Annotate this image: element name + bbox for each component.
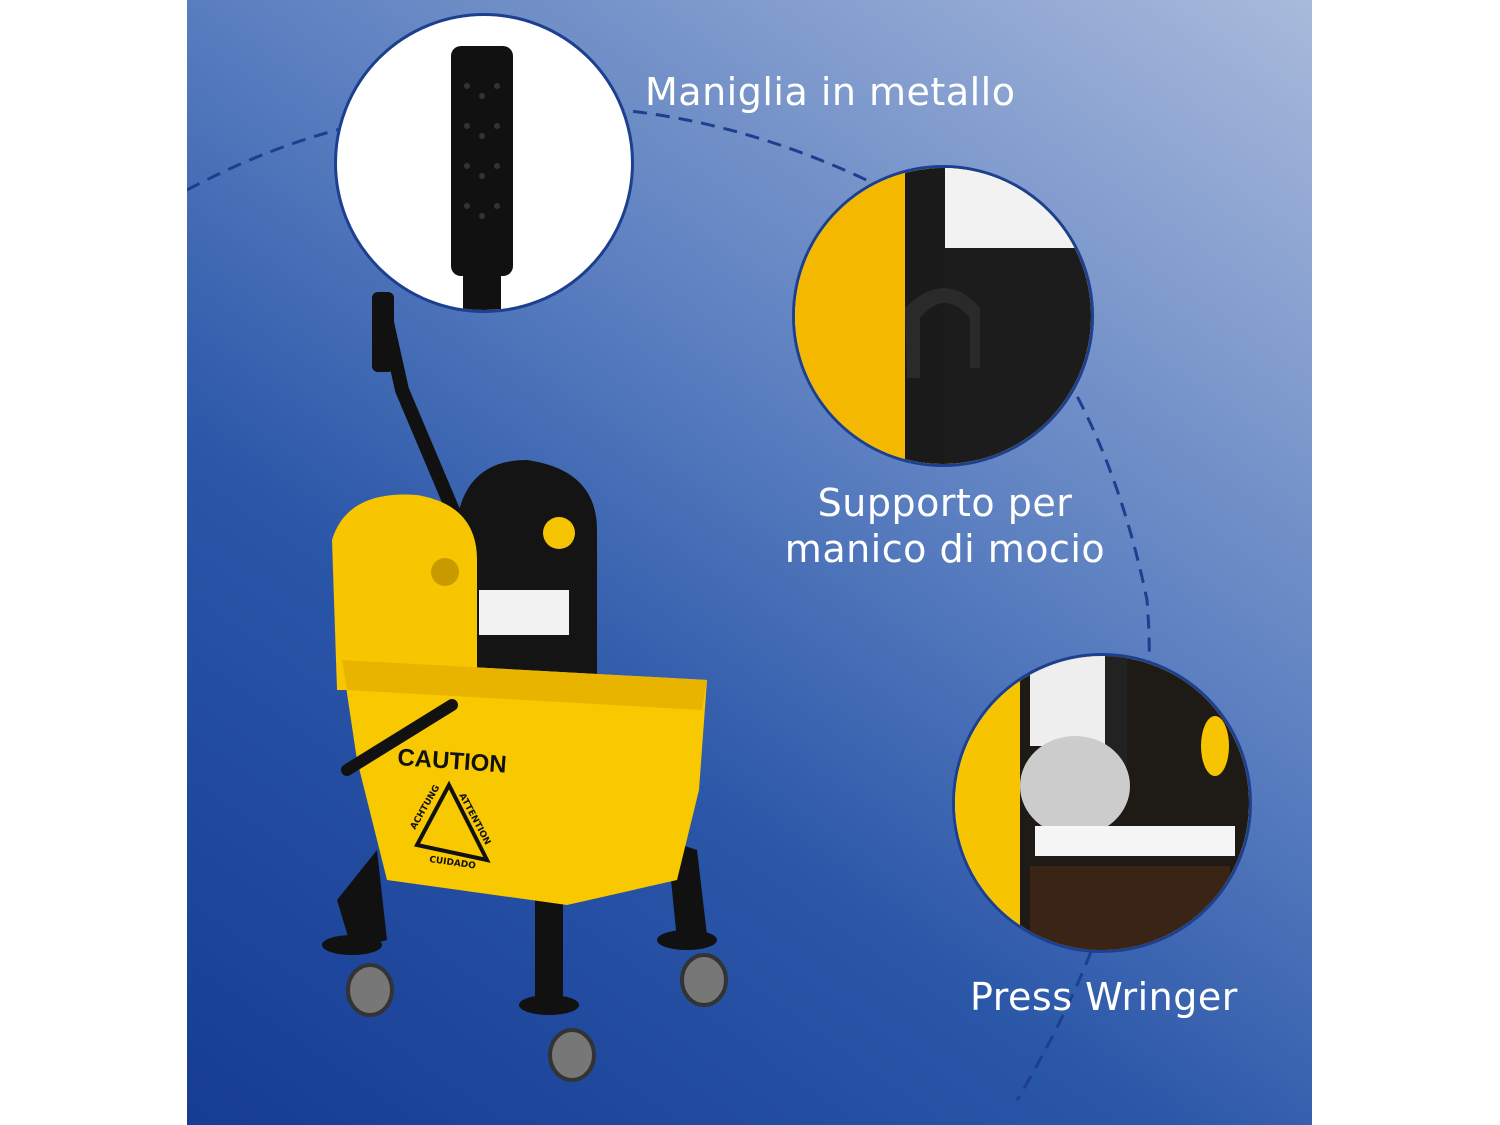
handle-label: Maniglia in metallo [645, 70, 1016, 114]
wringer-detail-circle [952, 653, 1252, 953]
mop-holder-image [795, 168, 1091, 464]
handle-grip-image [451, 46, 513, 310]
mop-holder-detail-circle [792, 165, 1094, 467]
product-panel: Maniglia in metallo Supporto per manico … [187, 0, 1312, 1125]
mop-holder-label-line1: Supporto per [817, 481, 1073, 525]
handle-detail-circle [334, 13, 634, 313]
mop-holder-label-line2: manico di mocio [784, 527, 1106, 571]
wringer-label: Press Wringer [970, 975, 1238, 1019]
mop-bucket-image: CAUTION ACHTUNG ATTENTION CUIDADO [322, 292, 728, 1082]
wet-floor-warning-icon [413, 780, 491, 863]
wringer-image [955, 656, 1249, 950]
mop-holder-label: Supporto per manico di mocio [747, 480, 1143, 572]
